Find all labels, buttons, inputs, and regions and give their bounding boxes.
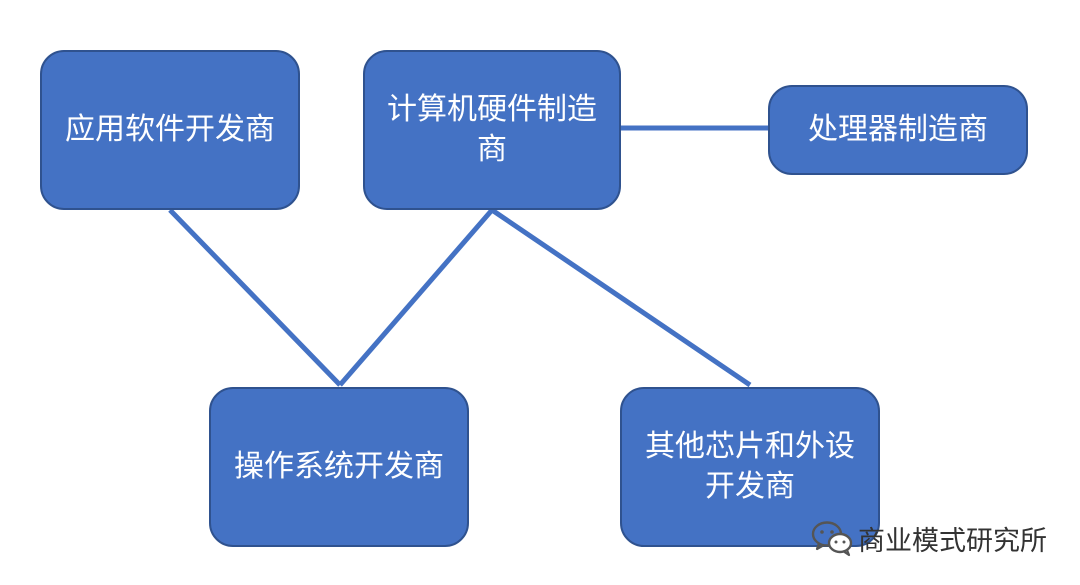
watermark-text: 商业模式研究所 [858,525,1047,557]
edge-hardware-chips [490,207,752,388]
node-label: 应用软件开发商 [65,112,275,147]
node-label: 其他芯片和外设开发商 [645,429,855,504]
edge-hardware-os [338,208,494,387]
node-hardware-manufacturer: 计算机硬件制造商 [363,50,621,210]
node-os-developer: 操作系统开发商 [209,387,469,547]
watermark: 商业模式研究所 [810,516,1047,560]
node-app-software-developer: 应用软件开发商 [40,50,300,210]
node-label: 操作系统开发商 [234,449,444,484]
node-processor-manufacturer: 处理器制造商 [768,85,1028,175]
wechat-icon [811,521,853,557]
node-chip-peripheral-developer: 其他芯片和外设开发商 [620,387,880,547]
node-label: 计算机硬件制造商 [387,92,597,167]
edge-appsoftware-os [168,208,342,387]
node-label: 处理器制造商 [808,112,988,147]
